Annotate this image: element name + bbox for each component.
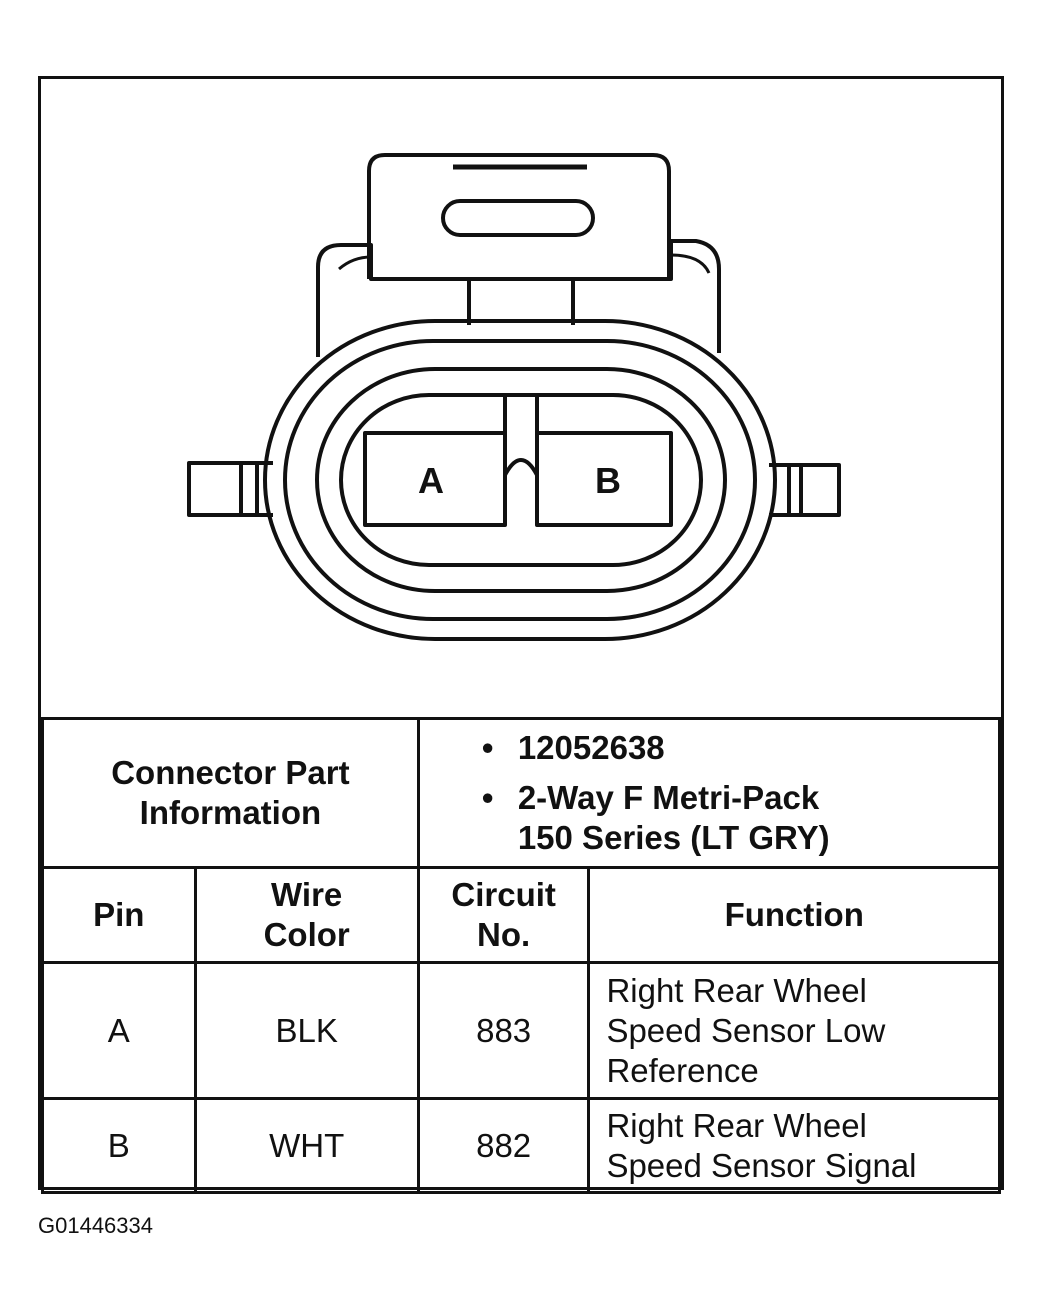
left-mounting-ear [187,461,273,517]
part-description-line2: 150 Series (LT GRY) [517,819,830,856]
cavity-b-label: B [595,460,621,501]
connector-end-view-diagram: A B [41,79,1001,717]
function-cell: Right Rear Wheel Speed Sensor Low Refere… [587,961,1001,1100]
right-mounting-ear [769,463,841,517]
connector-info-table: Connector Part Information • 12052638 • … [41,717,1002,1194]
bullet-icon: • [481,779,494,816]
part-info-details-cell: • 12052638 • 2-Way F Metri-Pack 150 Seri… [416,717,1002,869]
part-info-label-line2: Information [139,794,322,831]
column-header-row: Pin Wire Color Circuit No. Function [41,866,1001,964]
cavity-a-label: A [418,460,444,501]
header-wire-color: Wire Color [193,866,420,964]
header-pin: Pin [41,866,197,964]
locking-latch [367,153,671,325]
header-function: Function [587,866,1001,964]
part-number: 12052638 [517,729,665,766]
part-info-row: Connector Part Information • 12052638 • … [41,717,1002,869]
pin-cell: B [41,1097,197,1194]
pin-cell: A [41,961,197,1100]
center-key [503,395,539,525]
function-cell: Right Rear Wheel Speed Sensor Signal [587,1097,1001,1194]
wire-color-cell: BLK [193,961,420,1100]
part-info-label-cell: Connector Part Information [41,717,420,869]
circuit-number-cell: 883 [416,961,591,1100]
circuit-number-cell: 882 [416,1097,591,1194]
connector-outer-shell [263,319,777,641]
wire-color-cell: WHT [193,1097,420,1194]
connector-rear-body [316,239,721,357]
table-row: B WHT 882 Right Rear Wheel Speed Sensor … [41,1097,1001,1194]
bullet-icon: • [481,729,494,766]
connector-figure-frame: A B Connector Part Information • 1205263… [38,76,1004,1194]
part-description-line1: 2-Way F Metri-Pack [517,779,820,816]
figure-id: G01446334 [38,1213,153,1238]
table-row: A BLK 883 Right Rear Wheel Speed Sensor … [41,961,1001,1100]
part-info-label-line1: Connector Part [111,754,350,791]
header-circuit-number: Circuit No. [416,866,591,964]
